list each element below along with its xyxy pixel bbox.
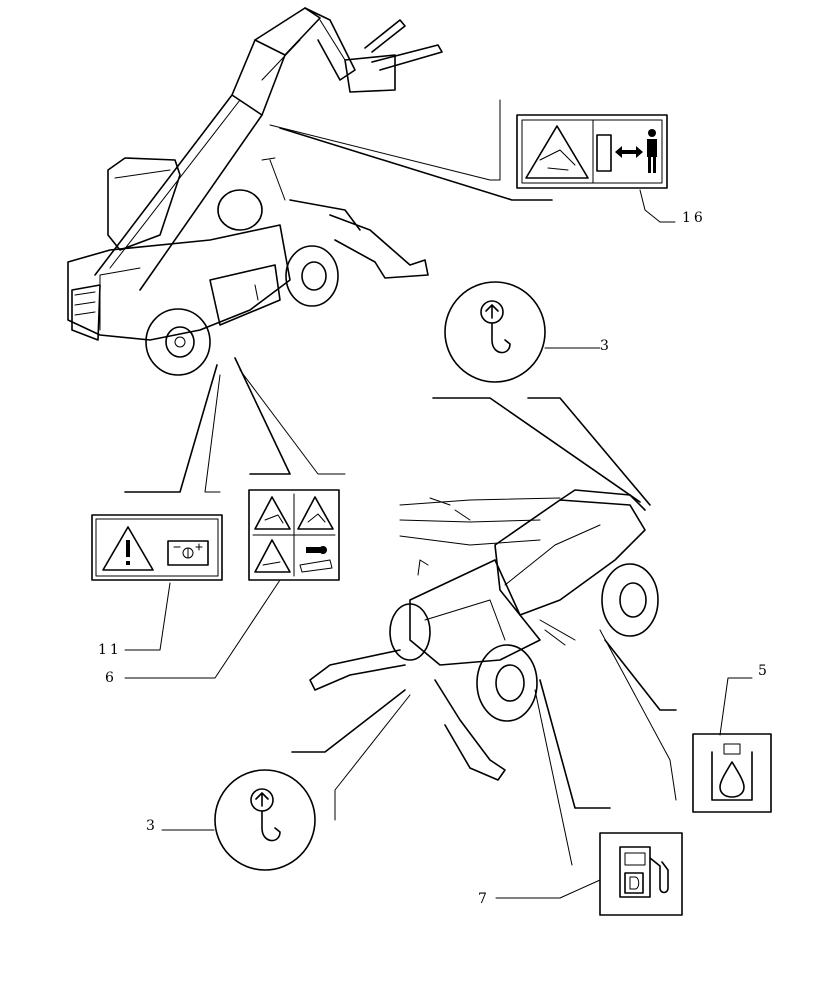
callout-5: 5 bbox=[758, 663, 770, 679]
rear-wheel bbox=[145, 308, 211, 376]
keep-distance-icon bbox=[596, 129, 657, 173]
diesel-fuel-icon bbox=[619, 846, 669, 898]
crush-hazard-icon bbox=[525, 125, 589, 179]
hydraulic-oil-icon bbox=[711, 743, 753, 801]
safety-pictograms-icon bbox=[254, 496, 334, 573]
callout-11: 11 bbox=[98, 642, 122, 658]
decal-5 bbox=[692, 733, 772, 813]
telehandler-rear-view bbox=[67, 7, 443, 376]
leader-lines bbox=[124, 99, 753, 899]
decal-7 bbox=[599, 832, 683, 916]
front-left-wheel bbox=[476, 644, 538, 722]
lifting-hook-icon bbox=[250, 788, 281, 842]
decal-11 bbox=[91, 514, 223, 581]
telehandler-front-view bbox=[309, 489, 659, 781]
warning-triangle-icon bbox=[102, 526, 154, 571]
callout-3-bottom: 3 bbox=[146, 818, 158, 834]
front-wheel bbox=[285, 245, 339, 307]
battery-icon bbox=[167, 540, 209, 566]
decal-16 bbox=[516, 114, 668, 189]
decal-3-bottom bbox=[214, 769, 316, 871]
callout-16: 16 bbox=[682, 210, 706, 226]
decal-3-top bbox=[444, 281, 546, 383]
front-right-wheel bbox=[601, 563, 659, 637]
callout-3-top: 3 bbox=[600, 338, 612, 354]
callout-6: 6 bbox=[105, 670, 117, 686]
callout-7: 7 bbox=[478, 891, 490, 907]
lifting-hook-icon bbox=[480, 300, 511, 354]
decal-6 bbox=[248, 489, 340, 581]
